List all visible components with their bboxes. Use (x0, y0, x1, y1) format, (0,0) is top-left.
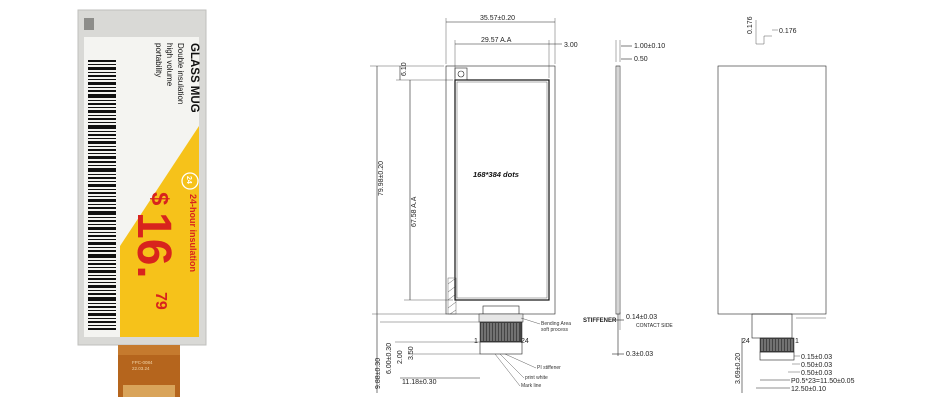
feature-1: Double insulation (176, 43, 185, 104)
front-view-drawing: 168*384 dots 1 24 35.57±0.20 29.57 A.A 3… (370, 15, 578, 393)
dim-fpc-thickness: 0.3±0.03 (626, 351, 653, 358)
badge-number: 24 (185, 176, 192, 184)
price-symbol: $ (146, 192, 173, 206)
dim-bottom-1: 9.88±0.30 (375, 358, 382, 389)
product-name: GLASS MUG (188, 43, 200, 113)
dim-back-d2: 0.50±0.03 (801, 362, 832, 369)
feature-3: portability (154, 43, 163, 77)
front-outline (445, 65, 556, 315)
promo-text: 24-hour insulation (188, 194, 198, 272)
back-view-drawing: 0.176 0.176 24 1 3.69±0.20 0.15±0.03 0.5… (717, 16, 855, 393)
dim-right-margin: 3.00 (564, 42, 578, 49)
dim-bottom-2: 6.00±0.30 (386, 343, 393, 374)
promo-background (120, 126, 199, 337)
dim-back-d1: 0.15±0.03 (801, 354, 832, 361)
side-view-drawing: 1.00±0.10 0.50 STIFFENER 0.14±0.03 CONTA… (583, 40, 673, 358)
dim-corner-1: 0.176 (747, 16, 754, 34)
price-cents: 79 (152, 292, 169, 310)
dim-aa-height: 67.58 A.A (411, 196, 418, 227)
dim-stiffener: 0.14±0.03 (626, 314, 657, 321)
back-pin-1: 1 (795, 338, 799, 345)
price-main: 16. (127, 212, 180, 279)
fpc-text-1: FPC-0084 (132, 360, 153, 365)
note-soft-process: soft process (541, 327, 568, 333)
dim-thickness: 1.00±0.10 (634, 43, 665, 50)
front-pin-24: 24 (521, 338, 529, 345)
dim-bottom-4: 3.50 (408, 346, 415, 360)
front-pin-1: 1 (474, 338, 478, 345)
barcode-icon (88, 60, 116, 330)
note-pi-stiffener: PI stiffener (537, 365, 561, 371)
stiffener-label: STIFFENER (583, 318, 617, 324)
active-area (454, 79, 550, 301)
dim-total-width: 35.57±0.20 (480, 15, 515, 22)
label-photo: GLASS MUG Double insulation high volume … (77, 9, 207, 397)
dim-back-d3: 0.50±0.03 (801, 370, 832, 377)
corner-hole-icon (84, 18, 94, 30)
dim-back-fpc-width: 12.50±0.10 (791, 386, 826, 393)
back-pin-24: 24 (742, 338, 750, 345)
fpc-neck (118, 345, 180, 355)
front-fpc-contacts (479, 321, 523, 343)
dim-fpc-width: 11.18±0.30 (402, 379, 437, 386)
fpc-contacts (123, 385, 175, 397)
badge-icon (181, 172, 199, 190)
dim-corner-2: 0.176 (779, 28, 797, 35)
fpc-text-2: 22.03.24 (132, 366, 150, 371)
dim-aa-width: 29.57 A.A (481, 37, 512, 44)
note-mark-line: Mark line (521, 383, 542, 389)
dim-glass: 0.50 (634, 56, 648, 63)
dim-back-pitch: P0.5*23=11.50±0.05 (791, 378, 855, 385)
resolution-label: 168*384 dots (473, 170, 519, 179)
dim-total-height: 79.98±0.20 (378, 161, 385, 196)
back-outline (717, 65, 827, 315)
contact-side-label: CONTACT SIDE (636, 323, 673, 329)
note-print-white: print white (525, 375, 548, 381)
dim-bottom-3: 2.00 (397, 350, 404, 364)
dim-top-margin: 6.10 (401, 62, 408, 76)
feature-2: high volume (165, 43, 174, 87)
note-bending-area: Bending Area (541, 321, 571, 327)
dim-back-fpc-length: 3.69±0.20 (735, 353, 742, 384)
